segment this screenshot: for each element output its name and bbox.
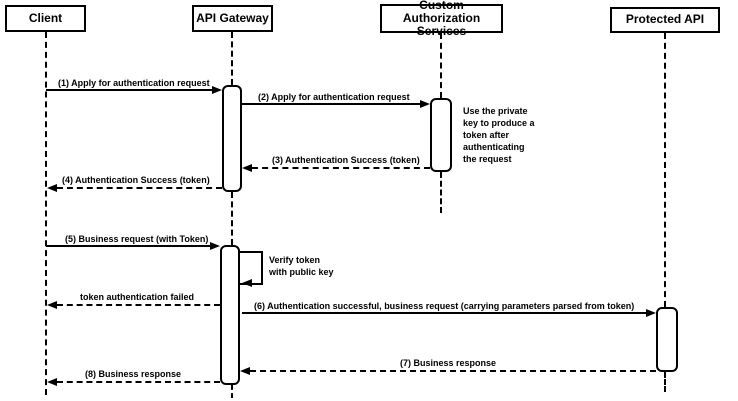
lifeline-protected-api-segment-1 <box>664 33 666 307</box>
message-5-label: (5) Business request (with Token) <box>65 234 209 244</box>
message-6-line <box>242 312 646 314</box>
message-7-arrowhead-icon <box>240 367 250 375</box>
lifeline-client <box>45 32 47 395</box>
message-5-arrowhead-icon <box>210 242 220 250</box>
message-4-arrowhead-icon <box>47 184 57 192</box>
message-7-label: (7) Business response <box>400 358 497 368</box>
activation-custom-authorization-services <box>430 98 452 172</box>
activation-api-gateway-auth-phase <box>222 85 242 192</box>
message-token-failed-line <box>57 304 220 306</box>
participant-custom-authorization-services-box: Custom Authorization Services <box>380 0 503 38</box>
message-8-label: (8) Business response <box>85 369 182 379</box>
message-2-label: (2) Apply for authentication request <box>258 92 410 102</box>
lifeline-api-gateway-segment-2 <box>231 192 233 245</box>
lifeline-api-gateway-segment-1 <box>231 32 233 85</box>
note-private-key: Use the private key to produce a token a… <box>463 106 535 164</box>
message-1-label: (1) Apply for authentication request <box>58 78 210 88</box>
message-7-line <box>250 370 656 372</box>
message-4-label: (4) Authentication Success (token) <box>62 175 210 185</box>
message-5-line <box>46 245 210 247</box>
message-4-line <box>57 187 222 189</box>
message-1-line <box>46 89 212 91</box>
lifeline-custom-authorization-services-segment-2 <box>440 172 442 213</box>
self-message-arrowhead-icon <box>242 279 252 287</box>
activation-protected-api <box>656 307 678 372</box>
activation-api-gateway-business-phase <box>220 245 240 385</box>
lifeline-protected-api-segment-2 <box>664 372 666 392</box>
self-message-label: Verify token with public key <box>269 255 334 277</box>
message-8-line <box>57 381 220 383</box>
message-2-arrowhead-icon <box>420 100 430 108</box>
message-1-arrowhead-icon <box>212 86 222 94</box>
participant-protected-api-box: Protected API <box>610 7 720 33</box>
lifeline-api-gateway-segment-3 <box>231 385 233 398</box>
message-token-failed-arrowhead-icon <box>47 301 57 309</box>
participant-api-gateway-box: API Gateway <box>192 5 273 32</box>
participant-client-box: Client <box>5 5 86 32</box>
message-2-line <box>242 103 420 105</box>
lifeline-custom-authorization-services-segment-1 <box>440 33 442 98</box>
message-3-label: (3) Authentication Success (token) <box>272 155 420 165</box>
message-6-label: (6) Authentication successful, business … <box>254 301 635 311</box>
message-8-arrowhead-icon <box>47 378 57 386</box>
message-3-line <box>252 167 430 169</box>
message-3-arrowhead-icon <box>242 164 252 172</box>
message-token-failed-label: token authentication failed <box>80 292 195 302</box>
message-6-arrowhead-icon <box>646 309 656 317</box>
